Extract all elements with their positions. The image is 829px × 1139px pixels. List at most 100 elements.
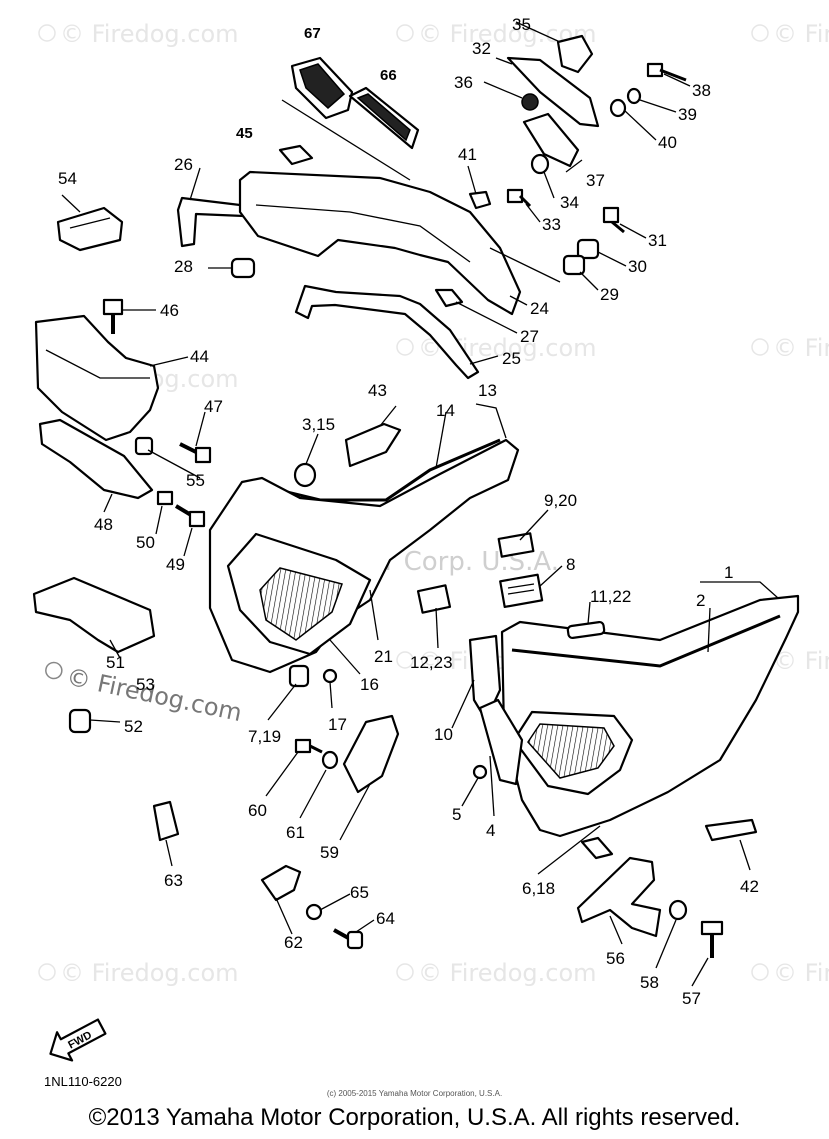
- part-60-bolt: [294, 738, 323, 754]
- part-6-18-clip: [580, 836, 614, 860]
- part-48-bracket: [38, 418, 154, 500]
- part-55-damper: [134, 436, 154, 456]
- callout-25: 25: [502, 349, 521, 368]
- callout-63: 63: [164, 871, 183, 890]
- part-27-clip: [434, 288, 464, 308]
- callout-44: 44: [190, 347, 209, 366]
- callout-67: 67: [304, 25, 321, 42]
- callout-2: 2: [696, 591, 705, 610]
- callout-46: 46: [160, 301, 179, 320]
- svg-text:© Firedog.com: © Firedog.com: [773, 20, 829, 48]
- part-65-washer: [305, 903, 323, 921]
- callout-1: 1: [724, 563, 733, 582]
- watermark: © Firedog.com: [751, 334, 829, 362]
- part-4-bracket: [478, 698, 524, 786]
- part-58-washer: [668, 899, 688, 921]
- callout-11-22: 11,22: [590, 587, 631, 606]
- callout-37: 37: [586, 171, 605, 190]
- watermark: © Firedog.com: [38, 959, 239, 987]
- callout-62: 62: [284, 933, 303, 952]
- callout-45: 45: [236, 125, 253, 142]
- callout-21: 21: [374, 647, 393, 666]
- part-50-nut: [156, 490, 174, 506]
- callout-14: 14: [436, 401, 455, 420]
- part-26-front-bracket: [176, 196, 246, 248]
- copyright-footer: ©2013 Yamaha Motor Corporation, U.S.A. A…: [88, 1104, 741, 1131]
- callout-55: 55: [186, 471, 205, 490]
- callout-10: 10: [434, 725, 453, 744]
- part-14-strip: [261, 438, 501, 502]
- callout-47: 47: [204, 397, 223, 416]
- part-35-lock: [556, 34, 594, 74]
- callout-labels: 67 66 45 35 32 36 38 39 40 41 37 34 33 3…: [58, 15, 759, 1008]
- part-52-grommet: [68, 708, 92, 734]
- callout-9-20: 9,20: [544, 491, 577, 510]
- part-11-22-badge: [566, 620, 606, 640]
- callout-8: 8: [566, 555, 575, 574]
- callout-56: 56: [606, 949, 625, 968]
- part-56-bracket: [576, 856, 662, 938]
- leader-line: [489, 247, 561, 283]
- svg-text:© Firedog.com: © Firedog.com: [418, 959, 597, 987]
- callout-12-23: 12,23: [410, 653, 453, 672]
- callout-38: 38: [692, 81, 711, 100]
- part-31-bolt: [602, 206, 625, 234]
- callout-52: 52: [124, 717, 143, 736]
- callout-39: 39: [678, 105, 697, 124]
- callout-42: 42: [740, 877, 759, 896]
- callout-58: 58: [640, 973, 659, 992]
- part-cover-main: [238, 170, 522, 316]
- part-32-plate: [506, 56, 600, 128]
- leader-lines: [61, 21, 779, 987]
- watermark: © Firedog.com: [751, 20, 829, 48]
- watermark: © Firedog.com: [396, 959, 597, 987]
- part-57-bolt: [700, 920, 724, 958]
- part-61-washer: [321, 750, 339, 770]
- callout-59: 59: [320, 843, 339, 862]
- callout-34: 34: [560, 193, 579, 212]
- callout-64: 64: [376, 909, 395, 928]
- callout-57: 57: [682, 989, 701, 1008]
- part-43-badge: [344, 422, 402, 468]
- callout-65: 65: [350, 883, 369, 902]
- callout-16: 16: [360, 675, 379, 694]
- part-42-badge: [704, 818, 758, 842]
- part-5-screw: [472, 764, 488, 780]
- part-64-bolt: [333, 928, 364, 950]
- part-16-mesh: [259, 567, 343, 641]
- callout-6-18: 6,18: [522, 879, 555, 898]
- part-12-23-label: [416, 584, 452, 614]
- svg-text:© Firedog.com: © Firedog.com: [773, 647, 829, 675]
- watermark: © Firedog.com: [38, 20, 239, 48]
- part-47-bolt: [179, 442, 212, 464]
- part-46-bolt: [102, 298, 124, 334]
- small-copyright-note: (c) 2005-2015 Yamaha Motor Corporation, …: [326, 1089, 503, 1098]
- part-9-20-label: [497, 532, 535, 558]
- callout-49: 49: [166, 555, 185, 574]
- part-34-washer: [530, 153, 550, 175]
- part-62-bracket: [260, 864, 302, 902]
- part-40-washer: [609, 98, 627, 118]
- callout-24: 24: [530, 299, 549, 318]
- callout-31: 31: [648, 231, 667, 250]
- part-8-label: [499, 573, 544, 609]
- callout-13: 13: [478, 381, 497, 400]
- svg-text:© Firedog.com: © Firedog.com: [60, 959, 239, 987]
- callout-66: 66: [380, 67, 397, 84]
- part-51-bracket: [32, 576, 156, 654]
- callout-28: 28: [174, 257, 193, 276]
- part-59-bracket: [342, 714, 400, 794]
- callout-60: 60: [248, 801, 267, 820]
- part-29-damper: [562, 254, 586, 276]
- callout-3-15: 3,15: [302, 415, 335, 434]
- forward-arrow-icon: FWD: [49, 1018, 107, 1062]
- watermark: © Firedog.com: [396, 334, 597, 362]
- part-54-bracket: [56, 206, 124, 252]
- callout-4: 4: [486, 821, 495, 840]
- part-28-grommet: [230, 257, 256, 279]
- callout-51: 51: [106, 653, 125, 672]
- callout-53: 53: [136, 675, 155, 694]
- part-33-bolt: [506, 188, 532, 208]
- part-37-bracket: [522, 112, 580, 168]
